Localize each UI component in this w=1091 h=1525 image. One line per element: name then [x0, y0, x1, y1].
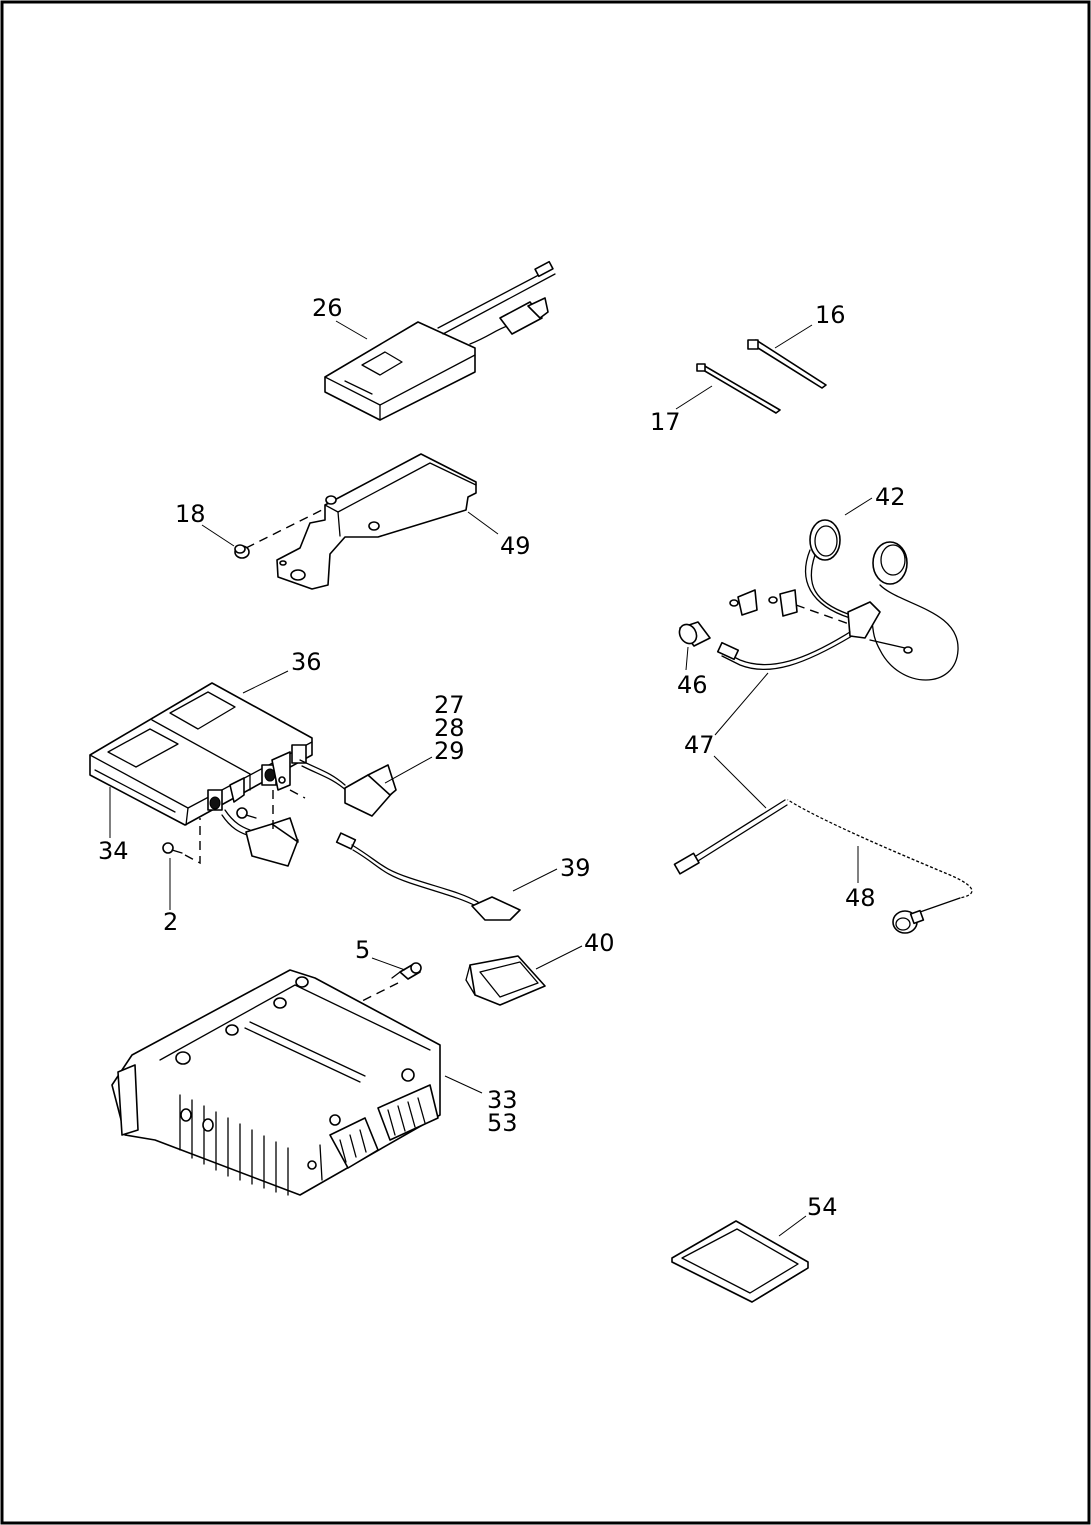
leader-18	[201, 524, 235, 547]
leader-46	[685, 646, 689, 671]
leader-40	[535, 945, 583, 970]
part-16-cable-strap	[747, 339, 827, 389]
callout-42: 42	[875, 483, 906, 511]
part-5-bolt	[391, 962, 422, 980]
callout-49: 49	[500, 532, 531, 560]
leader-47-upper	[714, 672, 769, 736]
leader-27-28-29	[384, 756, 433, 784]
leader-17	[675, 385, 713, 410]
part-26-module	[324, 260, 556, 421]
heatsink-fins	[179, 1094, 289, 1196]
callout-40: 40	[584, 929, 615, 957]
assembly-line-42	[795, 604, 853, 626]
callout-26: 26	[312, 294, 343, 322]
part-36-module-housing	[89, 682, 313, 826]
leader-16	[774, 324, 813, 349]
part-33-radio-unit	[111, 969, 441, 1196]
leader-47-lower	[713, 755, 767, 809]
callout-33: 33	[487, 1086, 518, 1114]
leader-26	[335, 320, 368, 340]
callout-18: 18	[175, 500, 206, 528]
callout-54: 54	[807, 1193, 838, 1221]
callout-48: 48	[845, 884, 876, 912]
leader-5	[371, 957, 406, 971]
part-46-cap	[678, 621, 711, 647]
callout-39: 39	[560, 854, 591, 882]
part-49-bracket	[276, 453, 477, 590]
callout-27: 27	[434, 691, 465, 719]
callout-46: 46	[677, 671, 708, 699]
leader-49	[467, 511, 499, 535]
leader-39	[512, 868, 558, 892]
leader-42	[844, 497, 873, 516]
callout-16: 16	[815, 301, 846, 329]
part-18-nut	[234, 544, 250, 559]
part-47-cord	[716, 631, 853, 671]
leader-36	[242, 670, 289, 694]
part-40-card	[465, 955, 546, 1006]
part-27-28-29-harness	[221, 759, 397, 867]
callout-47: 47	[684, 731, 715, 759]
part-2-screw	[162, 807, 257, 854]
part-39-cable	[335, 832, 521, 921]
part-17-cable-strap	[696, 363, 781, 414]
part-42-headset	[729, 519, 959, 681]
callout-36: 36	[291, 648, 322, 676]
callout-17: 17	[650, 408, 681, 436]
callout-29: 29	[434, 737, 465, 765]
part-54-manual	[671, 1220, 809, 1303]
callout-53: 53	[487, 1109, 518, 1137]
callout-28: 28	[434, 714, 465, 742]
leader-54	[778, 1215, 807, 1237]
leader-33-53	[444, 1075, 483, 1094]
part-48-coiled-cord	[673, 797, 975, 934]
assembly-line-5	[357, 982, 399, 1004]
assembly-line-2	[184, 818, 201, 865]
assembly-line-harness	[289, 789, 306, 799]
callout-2: 2	[163, 908, 178, 936]
callout-34: 34	[98, 837, 129, 865]
callout-5: 5	[355, 936, 370, 964]
